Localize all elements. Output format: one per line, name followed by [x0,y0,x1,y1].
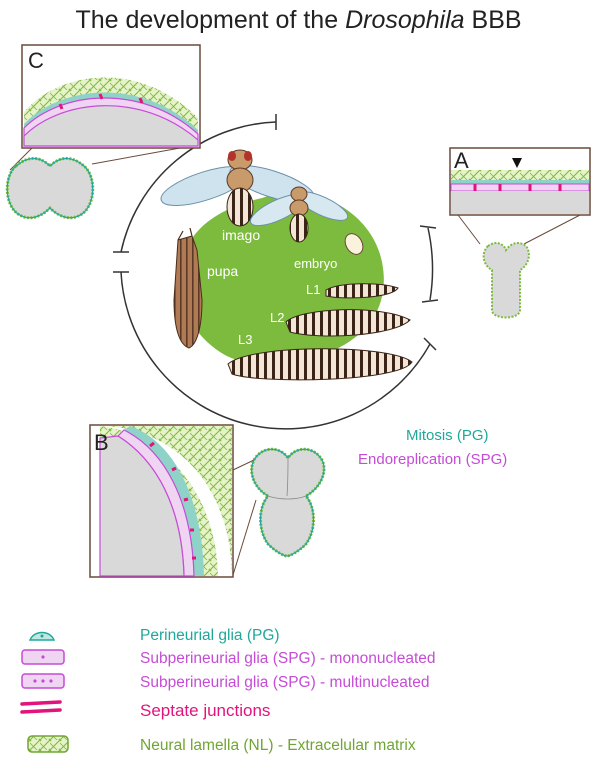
life-cycle-arc [113,114,439,430]
stage-label-pupa: pupa [207,263,238,279]
stage-label-imago: imago [222,227,260,243]
pupa-icon [173,227,203,349]
title-italic: Drosophila [345,6,465,34]
brain-a-icon [482,242,530,319]
l1-larva-icon [325,283,399,299]
legend-nl-icon [27,735,69,753]
title-prefix: The development of the [75,6,346,34]
brain-c-icon [5,157,95,220]
legend-pg-label: Perineurial glia (PG) [140,627,280,644]
panel-c-label: C [28,48,44,73]
embryo-egg-icon [344,233,364,255]
panel-b-label: B [94,430,109,455]
small-fly-icon [249,186,349,243]
legend-spg-mono-label: Subperineurial glia (SPG) - mononucleate… [140,650,436,667]
legend-icons [20,631,69,753]
legend-spg-multi-label: Subperineurial glia (SPG) - multinucleat… [140,674,430,691]
panel-c: C [9,44,201,171]
panel-a-label: A [454,148,469,173]
endoreplication-label: Endoreplication (SPG) [358,451,508,468]
legend-nl-label: Neural lamella (NL) - Extracelular matri… [140,737,416,754]
stage-label-l1: L1 [306,282,320,297]
mitosis-label: Mitosis (PG) [406,427,489,444]
stage-label-l2: L2 [270,310,284,325]
l2-larva-icon [285,309,411,337]
l3-larva-icon [227,348,413,381]
title-suffix: BBB [464,6,522,34]
legend-septate-icon [20,700,62,714]
panel-a: A [449,147,591,245]
stage-label-embryo: embryo [294,256,337,271]
stage-label-l3: L3 [238,332,252,347]
figure-title: The development of the Drosophila BBB [0,6,597,35]
legend-septate-label: Septate junctions [140,701,271,720]
panel-b: B [89,424,257,578]
brain-b-icon [250,447,326,558]
